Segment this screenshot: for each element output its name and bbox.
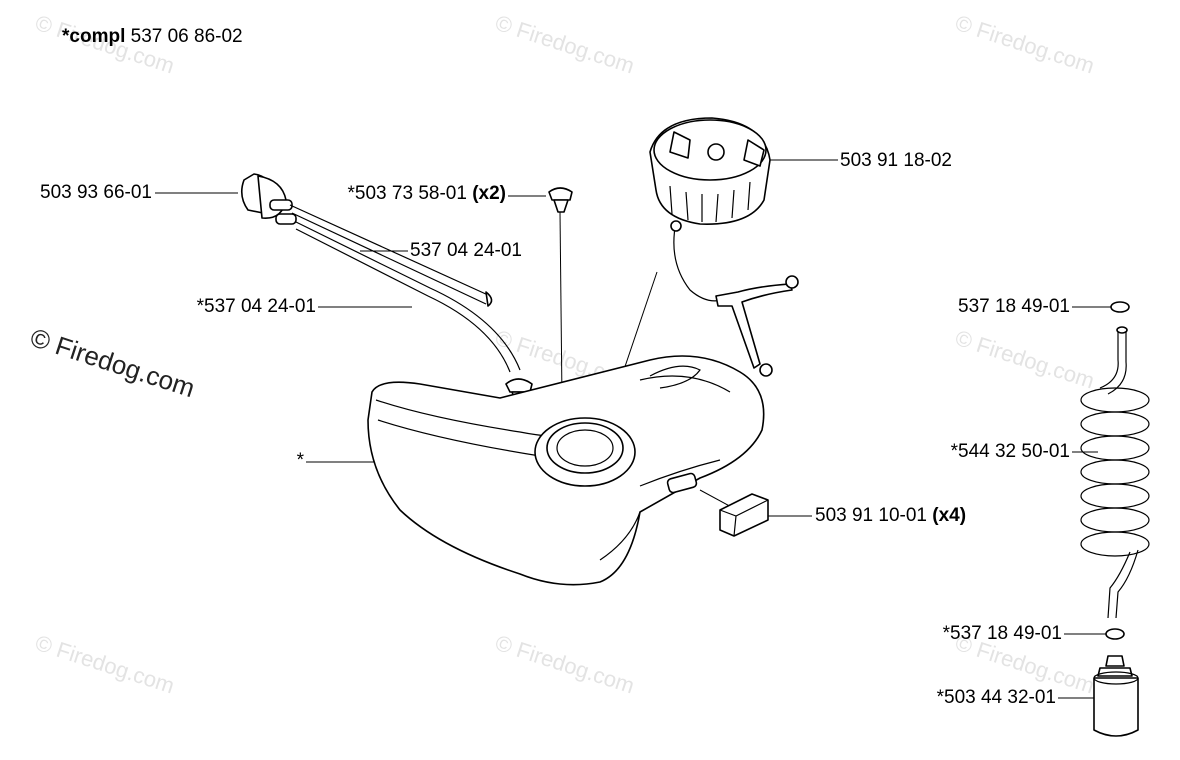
label-rubber-mount: 503 91 10-01 (x4) [815,505,966,527]
label-o-ring-top: 537 18 49-01 [958,296,1070,317]
label-rubber-mount-number: 503 91 10-01 [815,505,927,526]
o-ring-top [1110,301,1130,313]
label-rubber-mount-qty: (x4) [932,505,967,526]
rubber-mount [719,493,769,537]
assembly-number-value: 537 06 86-02 [130,26,243,47]
label-fuel-cap: 503 91 18-02 [840,150,952,171]
label-grommet: *503 73 58-01 (x2) [290,183,506,205]
fuel-hoses [289,204,521,373]
fuel-tank [367,355,765,586]
label-tank: * [296,450,304,471]
assembly-number: *compl 537 06 86-02 [62,26,243,48]
fuel-filter [1093,655,1139,737]
o-ring-bottom [1105,628,1125,640]
label-grommet-number: *503 73 58-01 [347,183,467,204]
label-o-ring-bottom: *537 18 49-01 [942,623,1062,644]
label-fuel-hose-upper: 537 04 24-01 [410,240,522,261]
fuel-cap [649,117,771,225]
assembly-prefix: *compl [62,26,126,47]
label-primer-bulb: 503 93 66-01 [40,182,152,203]
label-grommet-qty: (x2) [472,183,506,204]
label-fuel-filter: *503 44 32-01 [936,687,1056,708]
coil-hose [1080,326,1150,619]
cap-retainer [670,220,799,377]
label-fuel-hose-lower: *537 04 24-01 [196,296,316,317]
primer-bulb [240,173,297,225]
label-coil-hose: *544 32 50-01 [950,441,1070,462]
grommet-top [548,187,573,213]
